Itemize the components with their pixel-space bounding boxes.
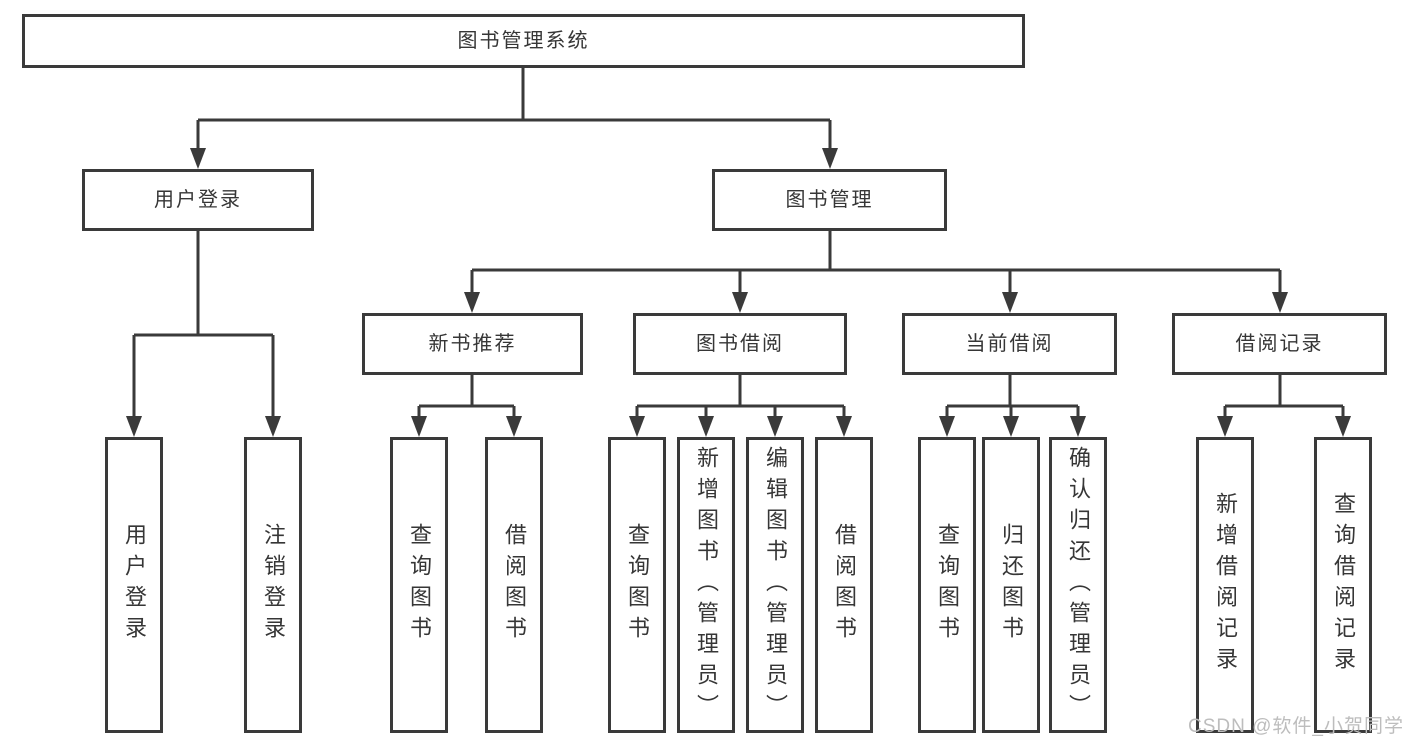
node-label: 用户登录 xyxy=(154,189,242,211)
node-label: 新书推荐 xyxy=(428,333,517,355)
arrow-down-icon xyxy=(1003,416,1019,437)
node-label: 查询借阅记录 xyxy=(1331,492,1356,678)
arrow-down-icon xyxy=(411,416,427,437)
node-label: 查询图书 xyxy=(625,523,650,647)
node-label: 图书管理 xyxy=(785,189,874,211)
connector-new-book-rec-branch xyxy=(417,375,516,418)
csdn-watermark: CSDN @软件_小贺同学 xyxy=(1188,716,1404,737)
node-label: 查询图书 xyxy=(935,523,960,647)
node-borrowing-records: 借阅记录 xyxy=(1172,313,1387,375)
node-book-borrowing: 图书借阅 xyxy=(633,313,847,375)
node-label: 当前借阅 xyxy=(965,333,1054,355)
arrow-down-icon xyxy=(1002,292,1018,313)
arrow-down-icon xyxy=(698,416,714,437)
node-current-borrowing: 当前借阅 xyxy=(902,313,1117,375)
node-label: 图书借阅 xyxy=(696,333,784,355)
connector-root-to-level2 xyxy=(196,68,832,150)
node-label: 确认归还（管理员） xyxy=(1066,445,1091,725)
arrow-down-icon xyxy=(1070,416,1086,437)
arrow-down-icon xyxy=(1272,292,1288,313)
node-label: 借阅图书 xyxy=(832,523,857,647)
arrow-down-icon xyxy=(629,416,645,437)
node-book-management: 图书管理 xyxy=(712,169,947,231)
arrow-down-icon xyxy=(732,292,748,313)
node-label: 查询图书 xyxy=(407,523,432,647)
connector-current-borrow-branch xyxy=(945,375,1080,418)
arrow-down-icon xyxy=(1217,416,1233,437)
leaf-query-borrow-record: 查询借阅记录 xyxy=(1314,437,1372,733)
connector-borrow-records-branch xyxy=(1223,375,1345,418)
arrow-down-icon xyxy=(1335,416,1351,437)
connector-user-login-branch xyxy=(132,231,275,418)
node-label: 新增借阅记录 xyxy=(1213,492,1238,678)
arrow-down-icon xyxy=(939,416,955,437)
node-label: 借阅图书 xyxy=(502,523,527,647)
leaf-add-borrow-record: 新增借阅记录 xyxy=(1196,437,1254,733)
leaf-query-books-under-current: 查询图书 xyxy=(918,437,976,733)
arrow-down-icon xyxy=(126,416,142,437)
leaf-add-book-admin: 新增图书（管理员） xyxy=(677,437,735,733)
leaf-borrow-books-under-recommendation: 借阅图书 xyxy=(485,437,543,733)
node-new-book-recommendation: 新书推荐 xyxy=(362,313,583,375)
node-label: 借阅记录 xyxy=(1235,333,1324,355)
leaf-confirm-return-admin: 确认归还（管理员） xyxy=(1049,437,1107,733)
node-label: 归还图书 xyxy=(999,523,1024,647)
arrow-down-icon xyxy=(836,416,852,437)
leaf-edit-book-admin: 编辑图书（管理员） xyxy=(746,437,804,733)
node-label: 注销登录 xyxy=(261,523,286,647)
leaf-query-books-under-borrowing: 查询图书 xyxy=(608,437,666,733)
leaf-user-login: 用户登录 xyxy=(105,437,163,733)
leaf-query-books-under-recommendation: 查询图书 xyxy=(390,437,448,733)
leaf-borrow-books-under-borrowing: 借阅图书 xyxy=(815,437,873,733)
arrow-down-icon xyxy=(265,416,281,437)
node-label: 图书管理系统 xyxy=(457,30,590,52)
node-user-login: 用户登录 xyxy=(82,169,314,231)
node-label: 新增图书（管理员） xyxy=(694,445,719,725)
node-label: 用户登录 xyxy=(122,523,147,647)
connector-book-mgmt-branch xyxy=(470,231,1282,294)
connector-book-borrow-branch xyxy=(635,375,846,418)
leaf-logout-login: 注销登录 xyxy=(244,437,302,733)
node-label: 编辑图书（管理员） xyxy=(763,445,788,725)
arrow-down-icon xyxy=(506,416,522,437)
arrow-down-icon xyxy=(822,148,838,169)
arrow-down-icon xyxy=(464,292,480,313)
leaf-return-book: 归还图书 xyxy=(982,437,1040,733)
node-library-management-system: 图书管理系统 xyxy=(22,14,1025,68)
arrow-down-icon xyxy=(767,416,783,437)
arrow-down-icon xyxy=(190,148,206,169)
